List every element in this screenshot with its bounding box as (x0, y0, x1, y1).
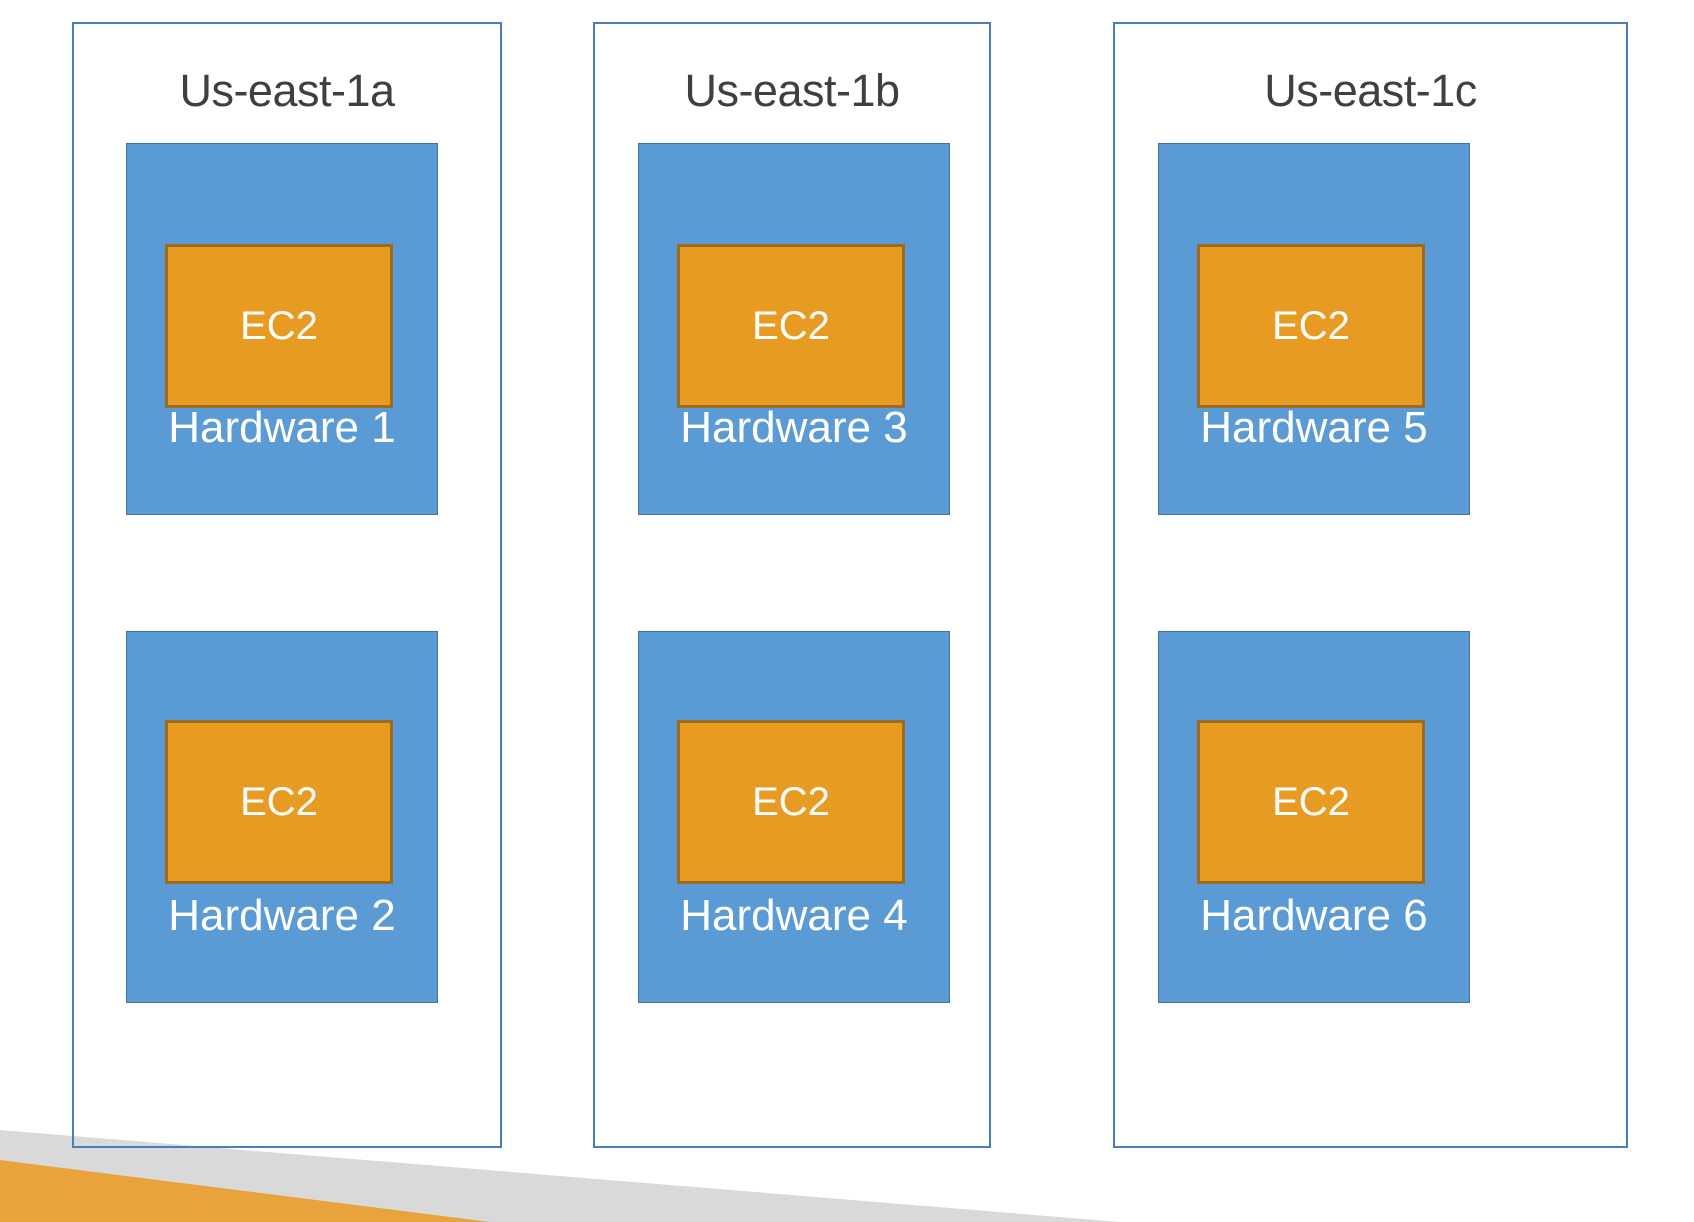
hardware-label: Hardware 2 (168, 891, 396, 940)
ec2-label: EC2 (752, 304, 830, 348)
ec2-label: EC2 (1272, 780, 1350, 824)
ec2-instance-box: EC2 (165, 720, 393, 884)
availability-zone-title: Us-east-1b (684, 65, 900, 116)
hardware-label: Hardware 1 (168, 403, 396, 452)
ec2-label: EC2 (240, 304, 318, 348)
ec2-label: EC2 (240, 780, 318, 824)
ec2-instance-box: EC2 (1197, 720, 1425, 884)
orange-corner-wedge (0, 1160, 490, 1222)
availability-zone-container: Us-east-1b (593, 22, 991, 1148)
hardware-label: Hardware 5 (1200, 403, 1428, 452)
availability-zone-title: Us-east-1a (179, 65, 395, 116)
hardware-label: Hardware 6 (1200, 891, 1428, 940)
ec2-label: EC2 (752, 780, 830, 824)
availability-zone-container: Us-east-1c (1113, 22, 1628, 1148)
hardware-label: Hardware 3 (680, 403, 908, 452)
ec2-instance-box: EC2 (677, 720, 905, 884)
ec2-instance-box: EC2 (1197, 244, 1425, 408)
ec2-label: EC2 (1272, 304, 1350, 348)
ec2-instance-box: EC2 (165, 244, 393, 408)
availability-zone-container: Us-east-1a (72, 22, 502, 1148)
hardware-label: Hardware 4 (680, 891, 908, 940)
availability-zone-title: Us-east-1c (1264, 65, 1477, 116)
ec2-instance-box: EC2 (677, 244, 905, 408)
